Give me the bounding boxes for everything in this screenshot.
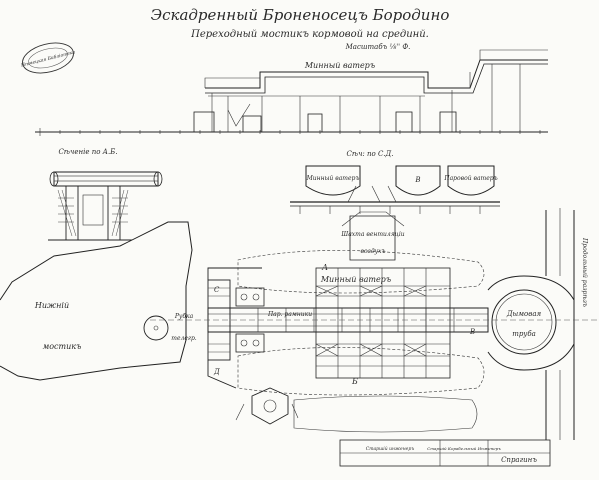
stamp-text: Нѣмецкая Библіотека [19,48,76,69]
section-ab: Сѣченіе по А.Б. [48,148,163,241]
section-ab-label: Сѣченіе по А.Б. [58,148,117,156]
deck-plan: Нижній мостикъ Рубка телегр. [0,208,598,440]
letter-e: В [469,328,475,336]
title-block-note-left: Старшій инженеръ [366,446,414,452]
steam-room-label: Пар. рамники [267,311,312,318]
drawing-title: Эскадренный Броненосецъ Бородино [151,6,450,24]
right-margin-label: Продольный разрѣзъ [581,237,588,307]
wheelhouse-label-2: телегр. [171,335,196,342]
mine-bay-top-label: Минный ватеръ [304,61,375,70]
bridge-elevation: Минный ватеръ [35,49,548,136]
title-block-note-mid: Старшій Корабельный Инженеръ [427,446,501,451]
funnel-casing-label: Дымовая [506,310,542,318]
section-cd: Сѣч: по С.Д. Минный ватеръ В Паровой ват… [290,150,500,261]
lower-bridge-label-2: мостикъ [43,342,82,351]
letter-b: Б [351,377,358,386]
wheelhouse-label: Рубка [174,313,194,320]
letter-d: Д [213,368,220,376]
section-letter-b: В [414,176,420,184]
letter-a: А [321,263,328,272]
letter-c: С [214,286,220,294]
title-block: Старшій инженеръ Старшій Корабельный Инж… [339,439,551,467]
lower-bridge-label: Нижній [34,301,69,310]
drawing-subtitle: Переходный мостикъ кормовой на срединй. [190,29,429,40]
mine-bay-section-label: Минный ватеръ [306,175,360,182]
drawing-scale: Масштабъ ⅛'' Ф. [345,43,411,51]
ventilation-label: Шахта вентиляціи [340,231,404,238]
steam-bay-section-label: Паровой ватеръ [443,175,497,182]
section-cd-label: Сѣч: по С.Д. [347,150,394,158]
mine-bay-plan-label: Минный ватеръ [320,275,391,284]
library-stamp: Нѣмецкая Библіотека [19,42,76,74]
signature: Спрагинъ [501,456,537,464]
funnel-casing-label-2: труба [512,330,536,338]
